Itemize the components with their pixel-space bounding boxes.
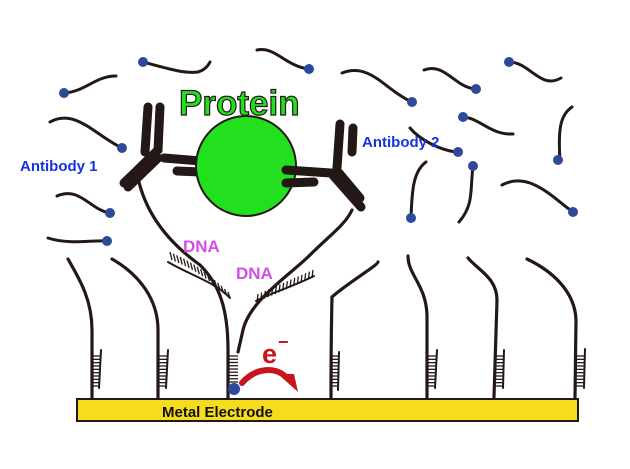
free-tagged-strands <box>46 48 578 246</box>
surface-probe-strands <box>66 254 586 399</box>
redox-tag-icon <box>407 97 417 107</box>
duplex-rung <box>217 282 221 290</box>
duplex-rung <box>300 274 303 283</box>
redox-tag-icon <box>504 57 514 67</box>
redox-tag-icon <box>117 143 127 153</box>
duplex-rung <box>203 271 207 279</box>
duplex-rung <box>210 276 214 284</box>
duplex-rung <box>220 285 224 293</box>
antibody-2-label: Antibody 2 <box>362 134 440 151</box>
free-strand <box>406 160 428 223</box>
duplex-rung <box>274 285 277 295</box>
duplex-rung <box>256 293 259 303</box>
protein-sphere <box>195 115 297 217</box>
protein-label: Protein <box>179 84 300 123</box>
probe-strand <box>525 257 586 399</box>
duplex-rung <box>189 262 194 271</box>
antibody-1-label: Antibody 1 <box>20 158 98 175</box>
electrode-redox-tag-icon <box>228 383 240 395</box>
arrow-head-icon <box>278 374 298 392</box>
dna-duplex-1 <box>167 261 231 299</box>
antibody1-dna-tether <box>136 176 230 399</box>
duplex-rung <box>285 281 288 290</box>
electron-label: e <box>262 339 277 369</box>
electrode-label: Metal Electrode <box>162 404 273 421</box>
free-strand <box>46 236 112 246</box>
duplex-rung <box>227 291 231 299</box>
free-strand <box>458 112 515 136</box>
free-strand <box>422 67 481 94</box>
antibody2-dna-tether <box>236 208 354 354</box>
duplex-rung <box>278 284 281 293</box>
duplex-rung <box>307 271 310 280</box>
free-strand <box>553 105 574 165</box>
redox-tag-icon <box>453 147 463 157</box>
duplex-rung <box>263 290 266 299</box>
redox-tag-icon <box>105 208 115 218</box>
redox-tag-icon <box>468 161 478 171</box>
redox-tag-icon <box>304 64 314 74</box>
free-strand <box>504 57 563 83</box>
duplex-rung <box>267 289 270 298</box>
duplex-rung <box>223 288 228 296</box>
duplex-rung <box>179 256 183 265</box>
duplex-rung <box>172 253 177 262</box>
duplex-rung <box>193 264 197 272</box>
duplex-rung <box>271 287 274 296</box>
free-strand <box>500 179 578 217</box>
duplex-rung <box>311 269 314 279</box>
electron-transfer: e − <box>239 332 298 392</box>
free-strand <box>457 161 478 224</box>
redox-tag-icon <box>458 112 468 122</box>
duplex-rung <box>213 279 217 287</box>
duplex-rung <box>186 260 190 269</box>
protein <box>195 115 297 217</box>
antibody-1 <box>119 102 206 192</box>
electron-charge-label: − <box>278 332 289 352</box>
duplex-rung <box>293 277 296 287</box>
free-strand <box>59 74 118 98</box>
duplex-rung <box>196 266 200 275</box>
duplex-rung <box>176 255 180 264</box>
duplex-rung <box>289 279 292 288</box>
duplex-rung <box>183 258 187 267</box>
duplex-rung <box>304 273 307 282</box>
duplex-rung <box>169 251 173 261</box>
duplex-rung <box>296 276 299 285</box>
electron-arrow-icon <box>239 367 289 386</box>
redox-tag-icon <box>59 88 69 98</box>
redox-tag-icon <box>138 57 148 67</box>
probe-strand <box>466 256 505 399</box>
redox-tag-icon <box>471 84 481 94</box>
duplex-rung <box>260 292 263 301</box>
duplex-rung <box>282 282 285 291</box>
dna-label-2: DNA <box>236 264 273 283</box>
free-strand <box>138 57 212 74</box>
free-strand <box>255 48 314 74</box>
probe-duplex-rungs <box>92 355 584 387</box>
free-strand <box>48 116 127 153</box>
redox-tag-icon <box>568 207 578 217</box>
redox-tag-icon <box>102 236 112 246</box>
free-strand <box>340 69 417 107</box>
antibody-2 <box>281 119 366 212</box>
redox-tag-icon <box>553 155 563 165</box>
sandwich-complex <box>136 176 354 399</box>
probe-strand <box>329 260 380 399</box>
dna-label-1: DNA <box>183 237 220 256</box>
redox-tag-icon <box>406 213 416 223</box>
free-strand <box>55 192 115 218</box>
metal-electrode: Metal Electrode <box>76 398 579 422</box>
free-strand <box>408 126 463 157</box>
duplex-rung <box>206 274 211 282</box>
electrode-bar <box>76 398 579 422</box>
duplex-rung <box>200 269 204 277</box>
